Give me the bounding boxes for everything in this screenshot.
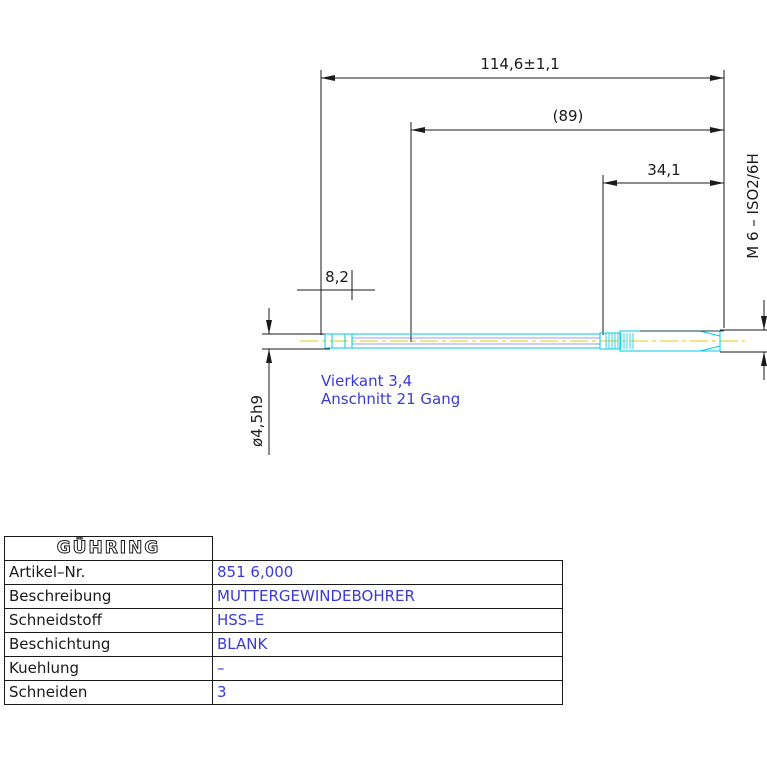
- table-row: Beschreibung MUTTERGEWINDEBOHRER: [4, 584, 563, 609]
- spec-table: GÜHRING Artikel–Nr. 851 6,000 Beschreibu…: [4, 536, 563, 705]
- table-row: Schneiden 3: [4, 680, 563, 705]
- diameter-label: ø4,5h9: [248, 395, 266, 447]
- tap-drawing: 114,6±1,1 (89) 34,1 8,2 ø4,5h9 M 6 – ISO…: [248, 55, 767, 455]
- chamfer: [699, 330, 721, 352]
- table-row: Beschichtung BLANK: [4, 632, 563, 657]
- square-length-label: 8,2: [325, 268, 349, 286]
- row-value: HSS–E: [212, 608, 563, 633]
- table-row: Artikel–Nr. 851 6,000: [4, 560, 563, 585]
- thread-spec-label: M 6 – ISO2/6H: [744, 153, 762, 258]
- table-row: Kuehlung –: [4, 656, 563, 681]
- tap-body: [300, 330, 745, 352]
- row-value: MUTTERGEWINDEBOHRER: [212, 584, 563, 609]
- row-label: Kuehlung: [4, 656, 213, 681]
- table-row: Schneidstoff HSS–E: [4, 608, 563, 633]
- row-label: Schneidstoff: [4, 608, 213, 633]
- row-label: Beschreibung: [4, 584, 213, 609]
- diameter-dimension: [262, 308, 330, 455]
- row-label: Beschichtung: [4, 632, 213, 657]
- row-label: Artikel–Nr.: [4, 560, 213, 585]
- thread-diameter-dimension: [720, 300, 767, 380]
- row-value: BLANK: [212, 632, 563, 657]
- shank-length-label: (89): [553, 107, 584, 125]
- row-value: –: [212, 656, 563, 681]
- shank-inner: [352, 337, 600, 345]
- square-end: [324, 333, 353, 349]
- overall-length-label: 114,6±1,1: [480, 55, 559, 73]
- brand-logo: GÜHRING: [4, 536, 213, 561]
- row-value: 851 6,000: [212, 560, 563, 585]
- thread-hatching: [605, 333, 634, 349]
- chamfer-note: Anschnitt 21 Gang: [321, 390, 460, 408]
- row-value: 3: [212, 680, 563, 705]
- extension-lines: [297, 70, 725, 342]
- shank-outline: [352, 333, 600, 349]
- square-note: Vierkant 3,4: [321, 372, 412, 390]
- table-header-row: GÜHRING: [4, 536, 563, 561]
- row-label: Schneiden: [4, 680, 213, 705]
- thread-length-label: 34,1: [647, 161, 680, 179]
